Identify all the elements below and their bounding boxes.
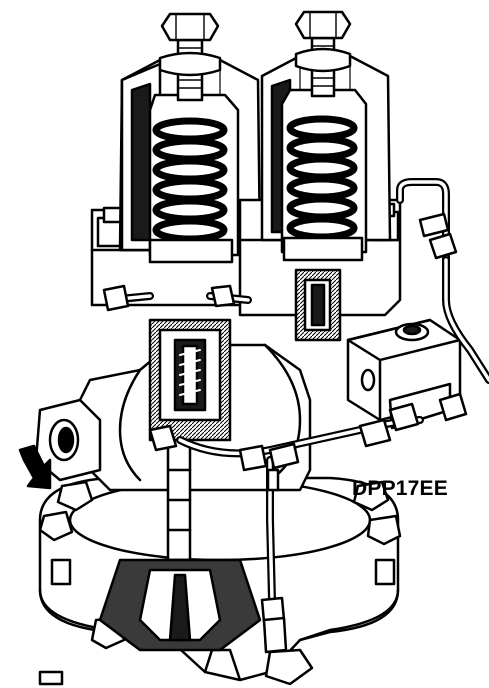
right-pilot-housing [238,10,402,342]
left-pilot-spring [152,117,228,243]
valve-body [18,318,312,492]
drain-plug [38,670,64,686]
flange-bolt [38,480,402,650]
right-adjust-nut [294,10,352,40]
valve-stem [98,438,262,652]
flow-arrow-icon [18,444,52,490]
tube-fitting [102,212,468,686]
model-label: DPP17EE [352,477,448,500]
left-adjust-nut [160,12,220,42]
right-pilot-spring [286,115,358,241]
solenoid-coil [346,318,462,430]
